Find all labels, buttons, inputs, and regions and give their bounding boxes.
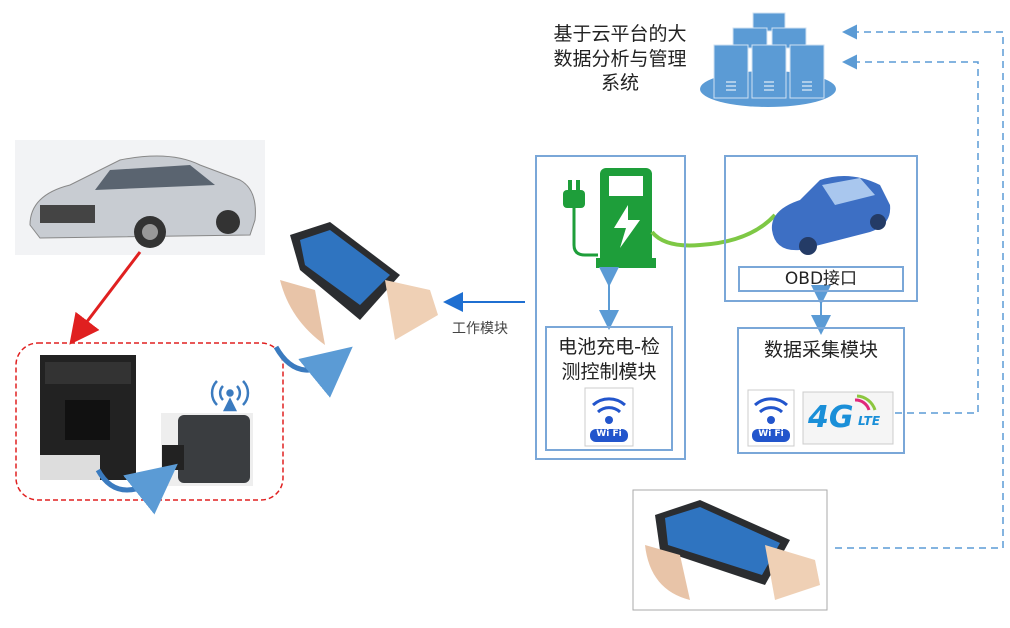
electric-car-icon [771,176,891,255]
red-arrow [69,251,142,345]
charging-label-line2: 测控制模块 [561,360,657,383]
charging-cable [650,213,777,248]
obd-port-photo [40,355,136,480]
4g-lte-icon [802,391,894,445]
cloud-label-line2: 数据分析与管理 [553,47,687,70]
lte-text: LTE [858,414,881,428]
dashed-link-tablet-to-cloud [835,24,1004,549]
dashed-link-4g-to-cloud [842,54,979,414]
charging-station-panel [535,155,686,460]
obd-dongle-photo [161,413,253,486]
charging-station-icon [563,168,656,268]
cloud-label-line1: 基于云平台的大 [553,23,687,45]
cloud-system-label: 基于云平台的大 数据分析与管理 系统 [540,22,700,96]
bottom-tablet-photo [645,500,820,600]
charging-module-label: 电池充电-检 测控制模块 [545,335,673,384]
cloud-label-line3: 系统 [600,72,639,95]
cloud-server-icon [700,12,836,107]
wifi-icon-data [747,389,795,447]
wifi-icon-charging [584,387,634,447]
data-module-box [737,327,905,454]
wireless-signal-icon [210,380,250,412]
work-module-label: 工作模块 [452,321,508,337]
obd-port-box [738,266,904,292]
obd-port-label: OBD接口 [784,269,858,289]
curved-arrow-obd-to-dongle [95,463,178,515]
tablet-photo [280,222,438,345]
charging-module-box [545,326,673,451]
wifi-text-charging: Wi Fi [596,429,622,439]
curved-arrow-to-tablet [273,345,353,398]
data-module-label: 数据采集模块 [763,339,878,361]
wifi-text-data: Wi Fi [758,429,784,439]
charging-label-line1: 电池充电-检 [558,336,660,358]
4g-text: 4G [808,400,854,435]
vehicle-panel [724,155,918,302]
car-photo [15,140,265,255]
